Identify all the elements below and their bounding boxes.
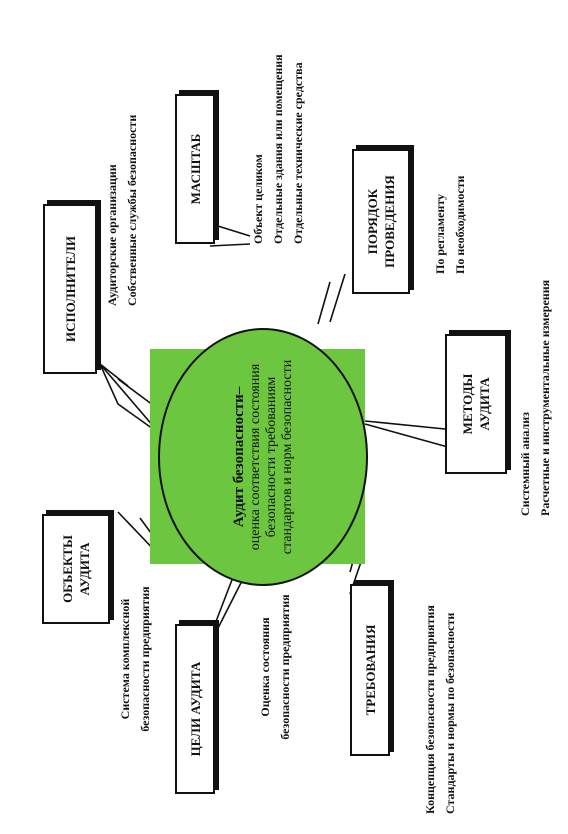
obekty-item-2: безопасности предприятия [138, 586, 152, 732]
trebovaniya-item-2: Стандарты и нормы по безопасности [443, 612, 457, 814]
masshtab-item-1: Объект целиком [251, 154, 265, 244]
poryadok-item-2: По необходимости [453, 175, 467, 274]
masshtab-item-3: Отдельные технические средства [291, 62, 305, 244]
center-node: Аудит безопасности– оценка соответствия … [158, 328, 368, 586]
node-trebovaniya: ТРЕБОВАНИЯ [350, 584, 390, 756]
connector-poryadok-b [329, 273, 346, 323]
node-masshtab: МАСШТАБ [175, 94, 215, 244]
node-obekty: ОБЪЕКТЫ АУДИТА [42, 514, 110, 624]
center-body: оценка соответствия состояния безопаснос… [247, 359, 295, 555]
masshtab-item-2: Отдельные здания или помещения [271, 54, 285, 244]
node-poryadok: ПОРЯДОК ПРОВЕДЕНИЯ [352, 149, 410, 294]
metody-item-1: Системный анализ [518, 412, 532, 516]
connector-celi [214, 571, 236, 625]
connector-poryadok [317, 281, 331, 325]
trebovaniya-item-1: Концепция безопасности предприятия [423, 605, 437, 814]
celi-item-1: Оценка состояния [258, 617, 272, 717]
connector-metody-b [364, 420, 456, 431]
ispolniteli-item-1: Аудиторские организации [105, 164, 119, 306]
center-title: Аудит безопасности– [230, 386, 247, 528]
metody-item-2: Расчетные и инструментальные измерения [538, 279, 552, 516]
connector-masshtab [209, 243, 251, 247]
node-metody: МЕТОДЫ АУДИТА [445, 334, 507, 474]
poryadok-item-1: По регламенту [433, 193, 447, 274]
connector-metody [364, 423, 456, 450]
obekty-item-1: Система комплексной [118, 598, 132, 720]
celi-item-2: безопасности предприятия [278, 594, 292, 740]
node-ispolniteli: ИСПОЛНИТЕЛИ [43, 204, 97, 374]
ispolniteli-item-2: Собственные службы безопасности [125, 114, 139, 306]
node-celi: ЦЕЛИ АУДИТА [175, 624, 215, 794]
